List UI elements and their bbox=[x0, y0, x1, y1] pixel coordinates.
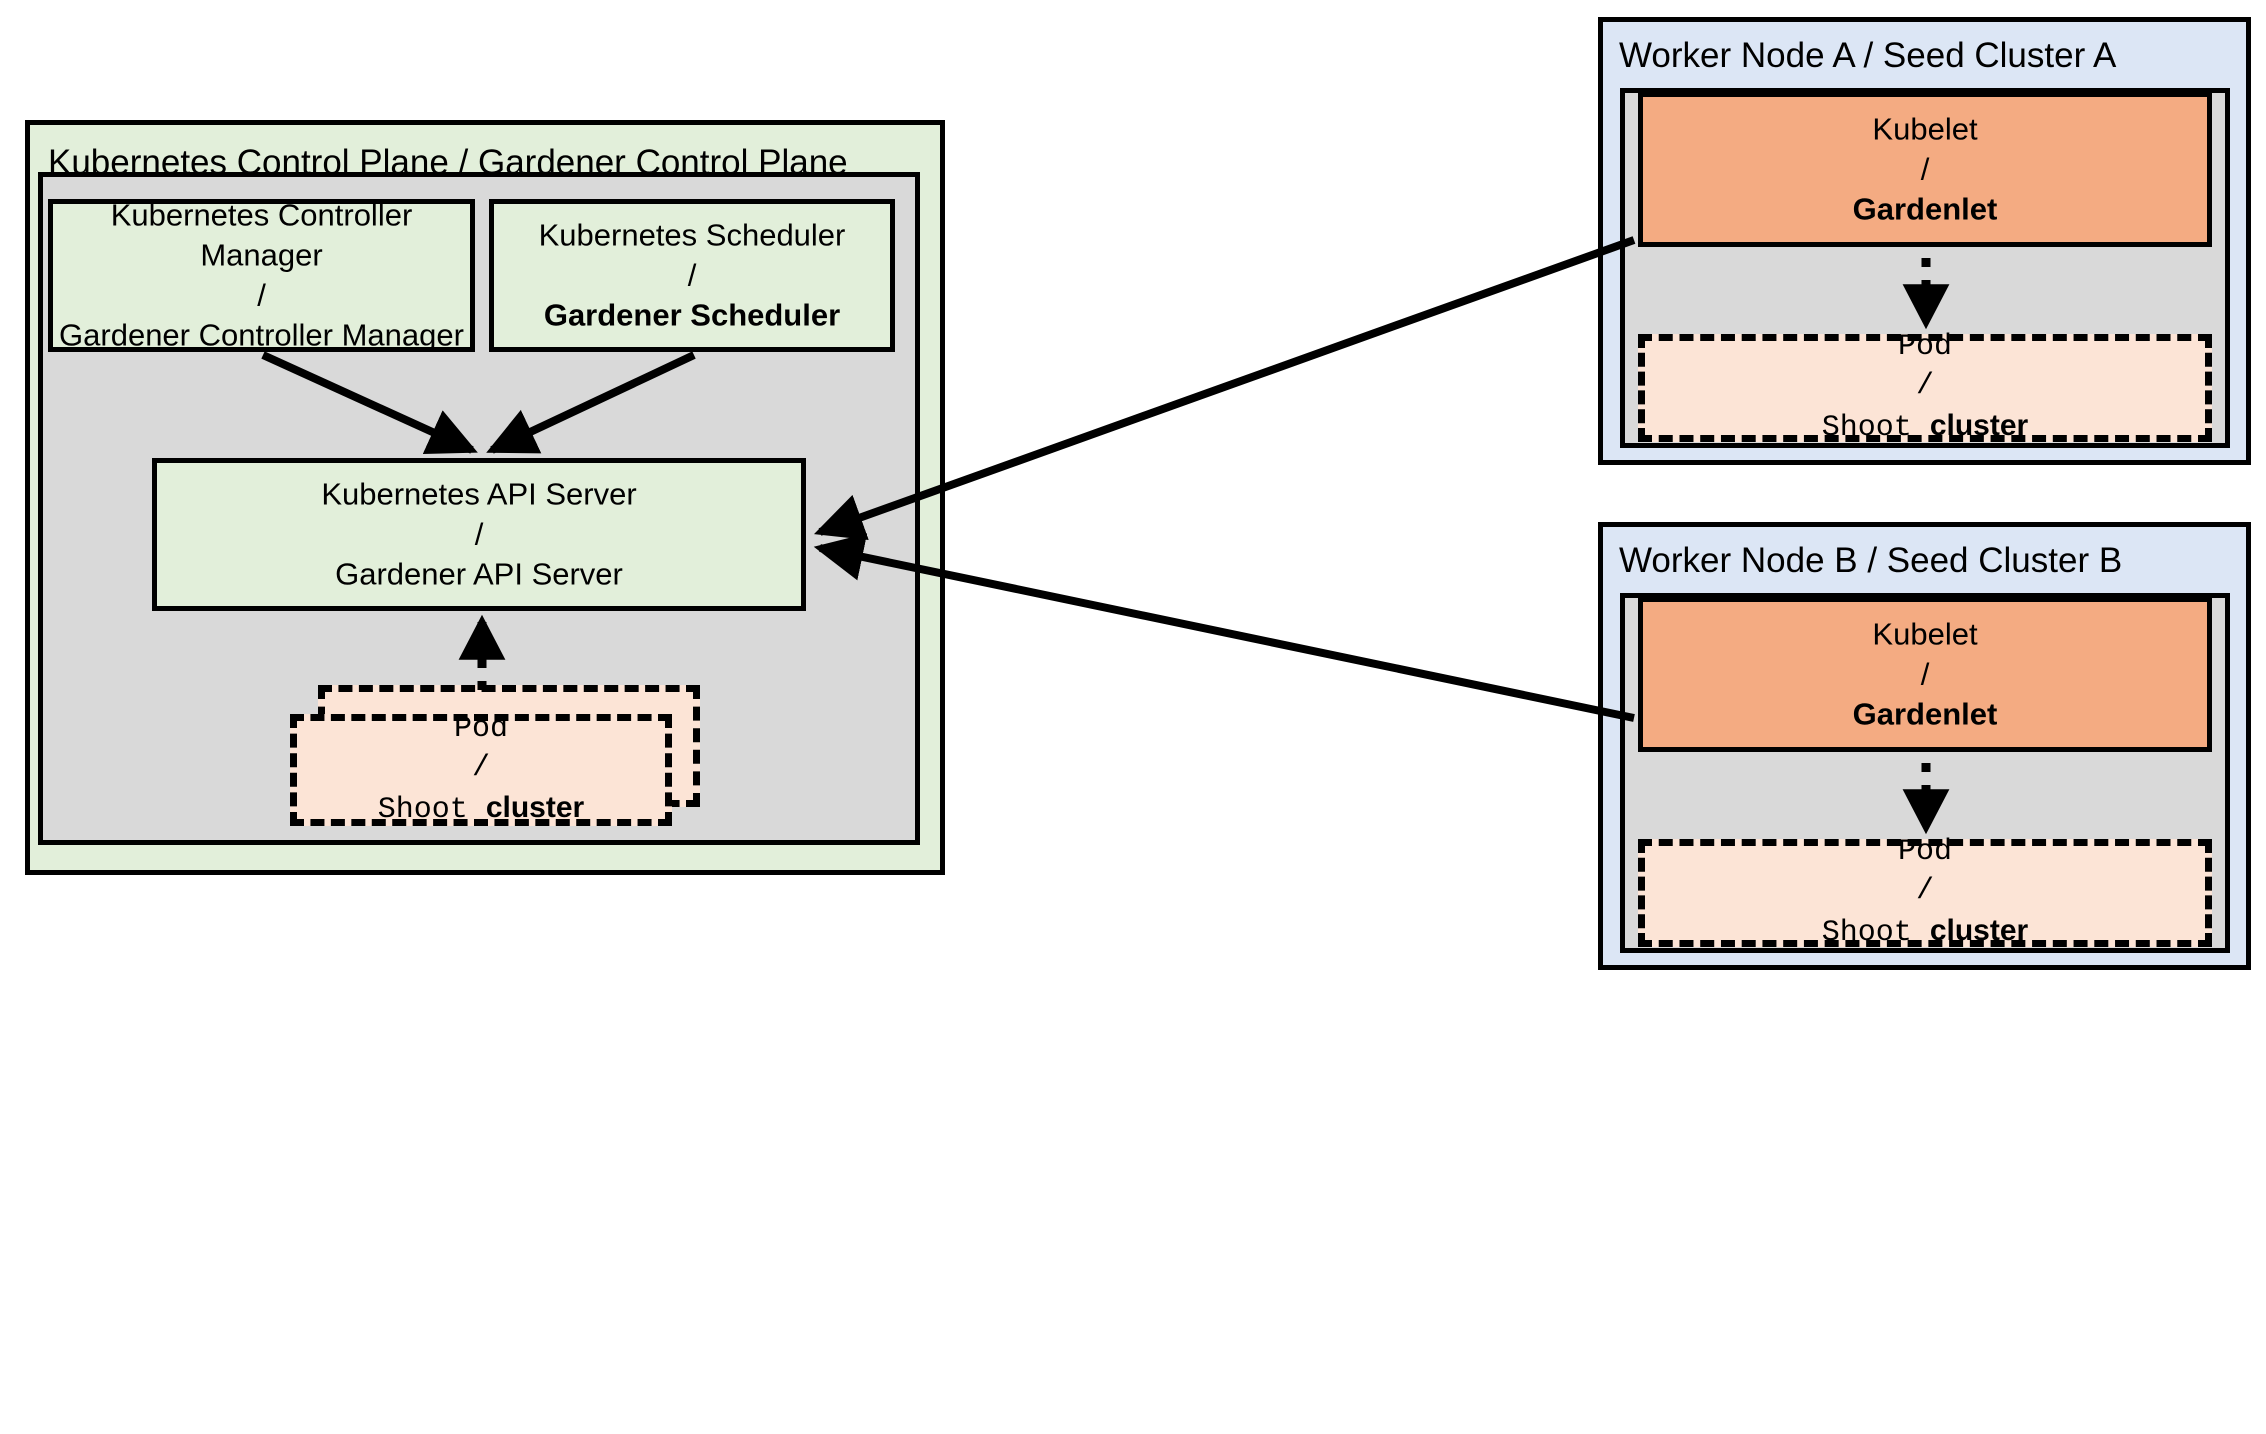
seed-a-pod-box: Pod / Shoot cluster bbox=[1638, 330, 2212, 445]
seed-a-pod-line2-bold: cluster bbox=[1929, 409, 2029, 442]
seed-a-kubelet-line1: Kubelet bbox=[1872, 111, 1978, 147]
api-server-separator: / bbox=[474, 516, 484, 552]
scheduler-labels: Kubernetes Scheduler / Gardener Schedule… bbox=[494, 215, 890, 336]
api-server-labels: Kubernetes API Server / Gardener API Ser… bbox=[157, 474, 801, 595]
control-plane-pod-line2-space bbox=[468, 793, 486, 827]
kubernetes-controller-manager-box: Kubernetes Controller Manager / Gardener… bbox=[48, 197, 475, 353]
seed-b-pod-line2-mono: Shoot bbox=[1821, 916, 1912, 950]
seed-b-pod-line2-space bbox=[1912, 916, 1930, 950]
seed-b-kubelet-line1: Kubelet bbox=[1872, 616, 1978, 652]
kubernetes-api-server-box: Kubernetes API Server / Gardener API Ser… bbox=[152, 458, 806, 611]
seed-b-pod-line2: Shoot cluster bbox=[1645, 911, 2205, 953]
seed-b-kubelet-line2: Gardenlet bbox=[1852, 696, 1998, 732]
seed-b-kubelet-separator: / bbox=[1920, 656, 1930, 692]
seed-b-pod-line2-bold: cluster bbox=[1929, 914, 2029, 947]
controller-manager-line1: Kubernetes Controller Manager bbox=[110, 196, 413, 273]
control-plane-pod-labels: Pod / Shoot cluster bbox=[297, 710, 665, 830]
controller-manager-line2: Gardener Controller Manager bbox=[59, 317, 464, 353]
seed-a-pod-line2-space bbox=[1912, 411, 1930, 445]
kubernetes-scheduler-box: Kubernetes Scheduler / Gardener Schedule… bbox=[489, 199, 895, 352]
seed-b-pod-labels: Pod / Shoot cluster bbox=[1645, 833, 2205, 953]
seed-b-pod-box: Pod / Shoot cluster bbox=[1638, 835, 2212, 950]
seed-a-kubelet-box: Kubelet / Gardenlet bbox=[1638, 92, 2212, 247]
scheduler-line2: Gardener Scheduler bbox=[543, 297, 841, 333]
controller-manager-labels: Kubernetes Controller Manager / Gardener… bbox=[53, 195, 470, 356]
seed-a-pod-line2-mono: Shoot bbox=[1821, 411, 1912, 445]
seed-b-kubelet-labels: Kubelet / Gardenlet bbox=[1643, 614, 2207, 735]
seed-b-pod-separator: / bbox=[1915, 874, 1934, 908]
control-plane-pod-box: Pod / Shoot cluster bbox=[290, 712, 672, 827]
scheduler-line1: Kubernetes Scheduler bbox=[538, 217, 846, 253]
seed-a-kubelet-separator: / bbox=[1920, 151, 1930, 187]
control-plane-pod-line2-mono: Shoot bbox=[377, 793, 468, 827]
seed-b-kubelet-box: Kubelet / Gardenlet bbox=[1638, 597, 2212, 752]
control-plane-pod-line2: Shoot cluster bbox=[297, 788, 665, 830]
control-plane-pod-separator: / bbox=[471, 751, 490, 785]
scheduler-separator: / bbox=[687, 257, 697, 293]
seed-cluster-b-title: Worker Node B / Seed Cluster B bbox=[1619, 541, 2123, 580]
api-server-line2: Gardener API Server bbox=[335, 556, 623, 592]
seed-a-pod-line2: Shoot cluster bbox=[1645, 406, 2205, 448]
seed-a-kubelet-line2: Gardenlet bbox=[1852, 191, 1998, 227]
seed-a-pod-line1: Pod bbox=[1897, 330, 1952, 364]
seed-cluster-a-title: Worker Node A / Seed Cluster A bbox=[1619, 36, 2117, 75]
seed-a-pod-labels: Pod / Shoot cluster bbox=[1645, 328, 2205, 448]
seed-b-pod-line1: Pod bbox=[1897, 835, 1952, 869]
seed-a-pod-separator: / bbox=[1915, 369, 1934, 403]
controller-manager-separator: / bbox=[257, 277, 266, 313]
control-plane-pod-line2-bold: cluster bbox=[485, 791, 585, 824]
api-server-line1: Kubernetes API Server bbox=[321, 476, 637, 512]
seed-a-kubelet-labels: Kubelet / Gardenlet bbox=[1643, 109, 2207, 230]
control-plane-pod-line1: Pod bbox=[453, 712, 508, 746]
